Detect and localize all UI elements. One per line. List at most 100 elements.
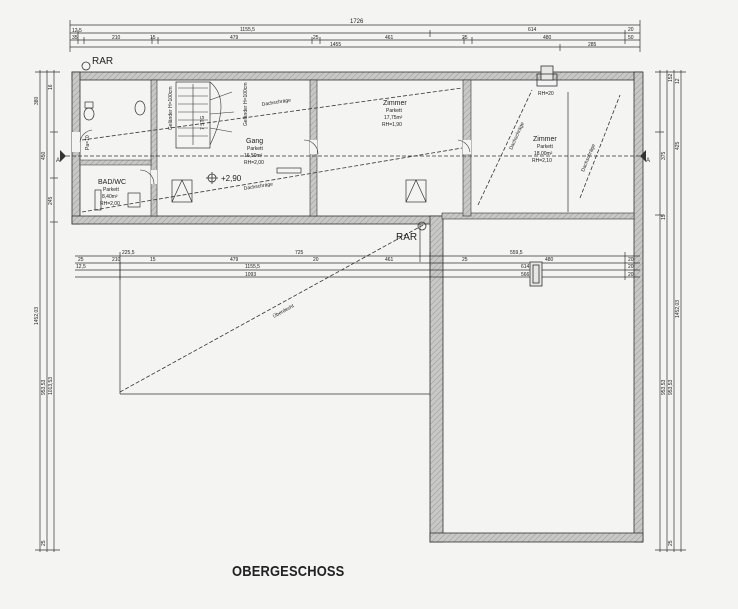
level-label: +2,90 bbox=[221, 174, 242, 183]
dim-right-e: 15 bbox=[661, 214, 667, 220]
dim-mid-2f: 461 bbox=[385, 257, 394, 263]
room-bad-area: 8,40m² bbox=[102, 194, 118, 200]
exterior-walls bbox=[71, 71, 644, 543]
dim-top-3a: 35 bbox=[72, 35, 78, 41]
middle-dimension-lines bbox=[75, 252, 640, 280]
dim-left-e: 1452,03 bbox=[34, 307, 40, 325]
dim-top-3d: 479 bbox=[230, 35, 239, 41]
dim-mid-1b: 725 bbox=[295, 250, 304, 256]
door-openings bbox=[72, 132, 471, 184]
dim-top-3c: 15 bbox=[150, 35, 156, 41]
dim-top-3i: 50 bbox=[628, 35, 634, 41]
dim-top-2a: 12,5 bbox=[72, 28, 82, 34]
section-marker-right-icon bbox=[640, 150, 646, 162]
dim-left-b: 16 bbox=[48, 84, 54, 90]
dim-mid-2g: 25 bbox=[462, 257, 468, 263]
chimney-lower bbox=[529, 261, 543, 287]
dim-left-c: 450 bbox=[41, 151, 47, 160]
dim-right-c: 375 bbox=[661, 151, 667, 160]
room-zimmer1-name: Zimmer bbox=[383, 100, 407, 107]
roof-slope-lines bbox=[60, 87, 640, 213]
dim-top-2c: 614 bbox=[528, 27, 537, 33]
room-zimmer2-floor: Parkett bbox=[537, 144, 553, 150]
level-marker-icon bbox=[206, 172, 218, 184]
top-dimension-lines bbox=[69, 20, 641, 52]
dim-mid-2d: 479 bbox=[230, 257, 239, 263]
dim-left-f: 953,53 bbox=[41, 379, 47, 395]
dim-right-h: 953,53 bbox=[668, 379, 674, 395]
dim-mid-4c: 20 bbox=[628, 272, 634, 278]
dim-top-3f: 461 bbox=[385, 35, 394, 41]
stair-label: 7 STG bbox=[200, 115, 206, 130]
parapet-label: Pa=70 bbox=[85, 135, 91, 150]
room-zimmer2-name: Zimmer bbox=[533, 136, 557, 143]
dim-right-b: 12 bbox=[675, 78, 681, 84]
section-marker-left-icon bbox=[60, 150, 66, 162]
dim-mid-4b: 566 bbox=[521, 272, 530, 278]
door-swings bbox=[79, 129, 471, 185]
dachschraege-label-2: Dachschräge bbox=[243, 181, 273, 192]
dim-top-3b: 210 bbox=[112, 35, 121, 41]
staircase bbox=[178, 81, 235, 146]
dim-mid-2c: 15 bbox=[150, 257, 156, 263]
section-label-right: A bbox=[646, 158, 650, 164]
room-gang-height: RH=2,00 bbox=[244, 160, 264, 166]
rar-label-top: RAR bbox=[92, 56, 113, 67]
dim-mid-1c: 559,5 bbox=[510, 250, 523, 256]
dim-mid-2i: 20 bbox=[628, 257, 634, 263]
dachschraege-label-3: Dachschräge bbox=[508, 121, 526, 151]
dim-mid-2a: 25 bbox=[78, 257, 84, 263]
dim-mid-2h: 480 bbox=[545, 257, 554, 263]
room-gang: Gang Parkett 16,50m² RH=2,00 bbox=[244, 138, 264, 166]
room-bad-height: RH=2,00 bbox=[100, 201, 120, 207]
dim-right-g: 953,53 bbox=[661, 379, 667, 395]
gelaender-label-2: Geländer H=100cm bbox=[243, 83, 249, 127]
dim-right-f: 1452,03 bbox=[675, 300, 681, 318]
dim-right-i: 25 bbox=[668, 540, 674, 546]
skylight-icon-1 bbox=[171, 179, 193, 203]
dim-left-h: 25 bbox=[41, 540, 47, 546]
room-bad: BAD/WC Parkett 8,40m² RH=2,00 bbox=[98, 179, 126, 207]
dim-left-a: 380 bbox=[34, 96, 40, 105]
room-gang-floor: Parkett bbox=[247, 146, 263, 152]
room-bad-name: BAD/WC bbox=[98, 179, 126, 186]
dim-overall: 1726 bbox=[350, 19, 364, 25]
dim-top-3e: 25 bbox=[313, 35, 319, 41]
dim-top-4b: 285 bbox=[588, 42, 597, 48]
dim-top-4a: 1455 bbox=[330, 42, 341, 48]
dim-top-2d: 20 bbox=[628, 27, 634, 33]
sink-icon bbox=[134, 100, 146, 116]
dachschraege-label-4: Dachschräge bbox=[580, 143, 597, 173]
dachschraege-label-1: Dachschräge bbox=[261, 97, 291, 108]
rar-marker-icon-top bbox=[81, 61, 91, 71]
room-zimmer-1: Zimmer Parkett 17,75m² RH=1,90 bbox=[382, 100, 407, 128]
dim-top-3h: 480 bbox=[543, 35, 552, 41]
dim-mid-3d: 20 bbox=[628, 264, 634, 270]
dim-top-3g: 25 bbox=[462, 35, 468, 41]
section-label-left: A bbox=[56, 158, 60, 164]
dim-mid-2b: 210 bbox=[112, 257, 121, 263]
room-zimmer1-area: 17,75m² bbox=[384, 115, 403, 121]
room-zimmer-2: Zimmer Parkett 18,00m² RH=2,10 bbox=[532, 136, 557, 164]
dim-mid-1a: 225,5 bbox=[122, 250, 135, 256]
skylight-icon-2 bbox=[405, 179, 427, 203]
rh-chimney-label: RH=20 bbox=[538, 91, 554, 97]
radiator-icon bbox=[94, 167, 302, 211]
room-zimmer2-area: 18,00m² bbox=[534, 151, 553, 157]
rar-label-mid: RAR bbox=[396, 232, 417, 243]
room-bad-floor: Parkett bbox=[103, 187, 119, 193]
dim-mid-3c: 614 bbox=[521, 264, 530, 270]
room-zimmer1-height: RH=1,90 bbox=[382, 122, 402, 128]
room-gang-name: Gang bbox=[246, 138, 263, 145]
rar-marker-icon-mid bbox=[417, 221, 427, 231]
dim-mid-2e: 20 bbox=[313, 257, 319, 263]
room-zimmer1-floor: Parkett bbox=[386, 108, 402, 114]
dim-right-d: 425 bbox=[675, 141, 681, 150]
dim-mid-4a: 1093 bbox=[245, 272, 256, 278]
dim-mid-3a: 12,5 bbox=[76, 264, 86, 270]
ueberdecht-line bbox=[119, 223, 426, 393]
dim-mid-3b: 1155,5 bbox=[245, 264, 260, 270]
ueberdecht-label: Überdecht bbox=[272, 302, 296, 320]
